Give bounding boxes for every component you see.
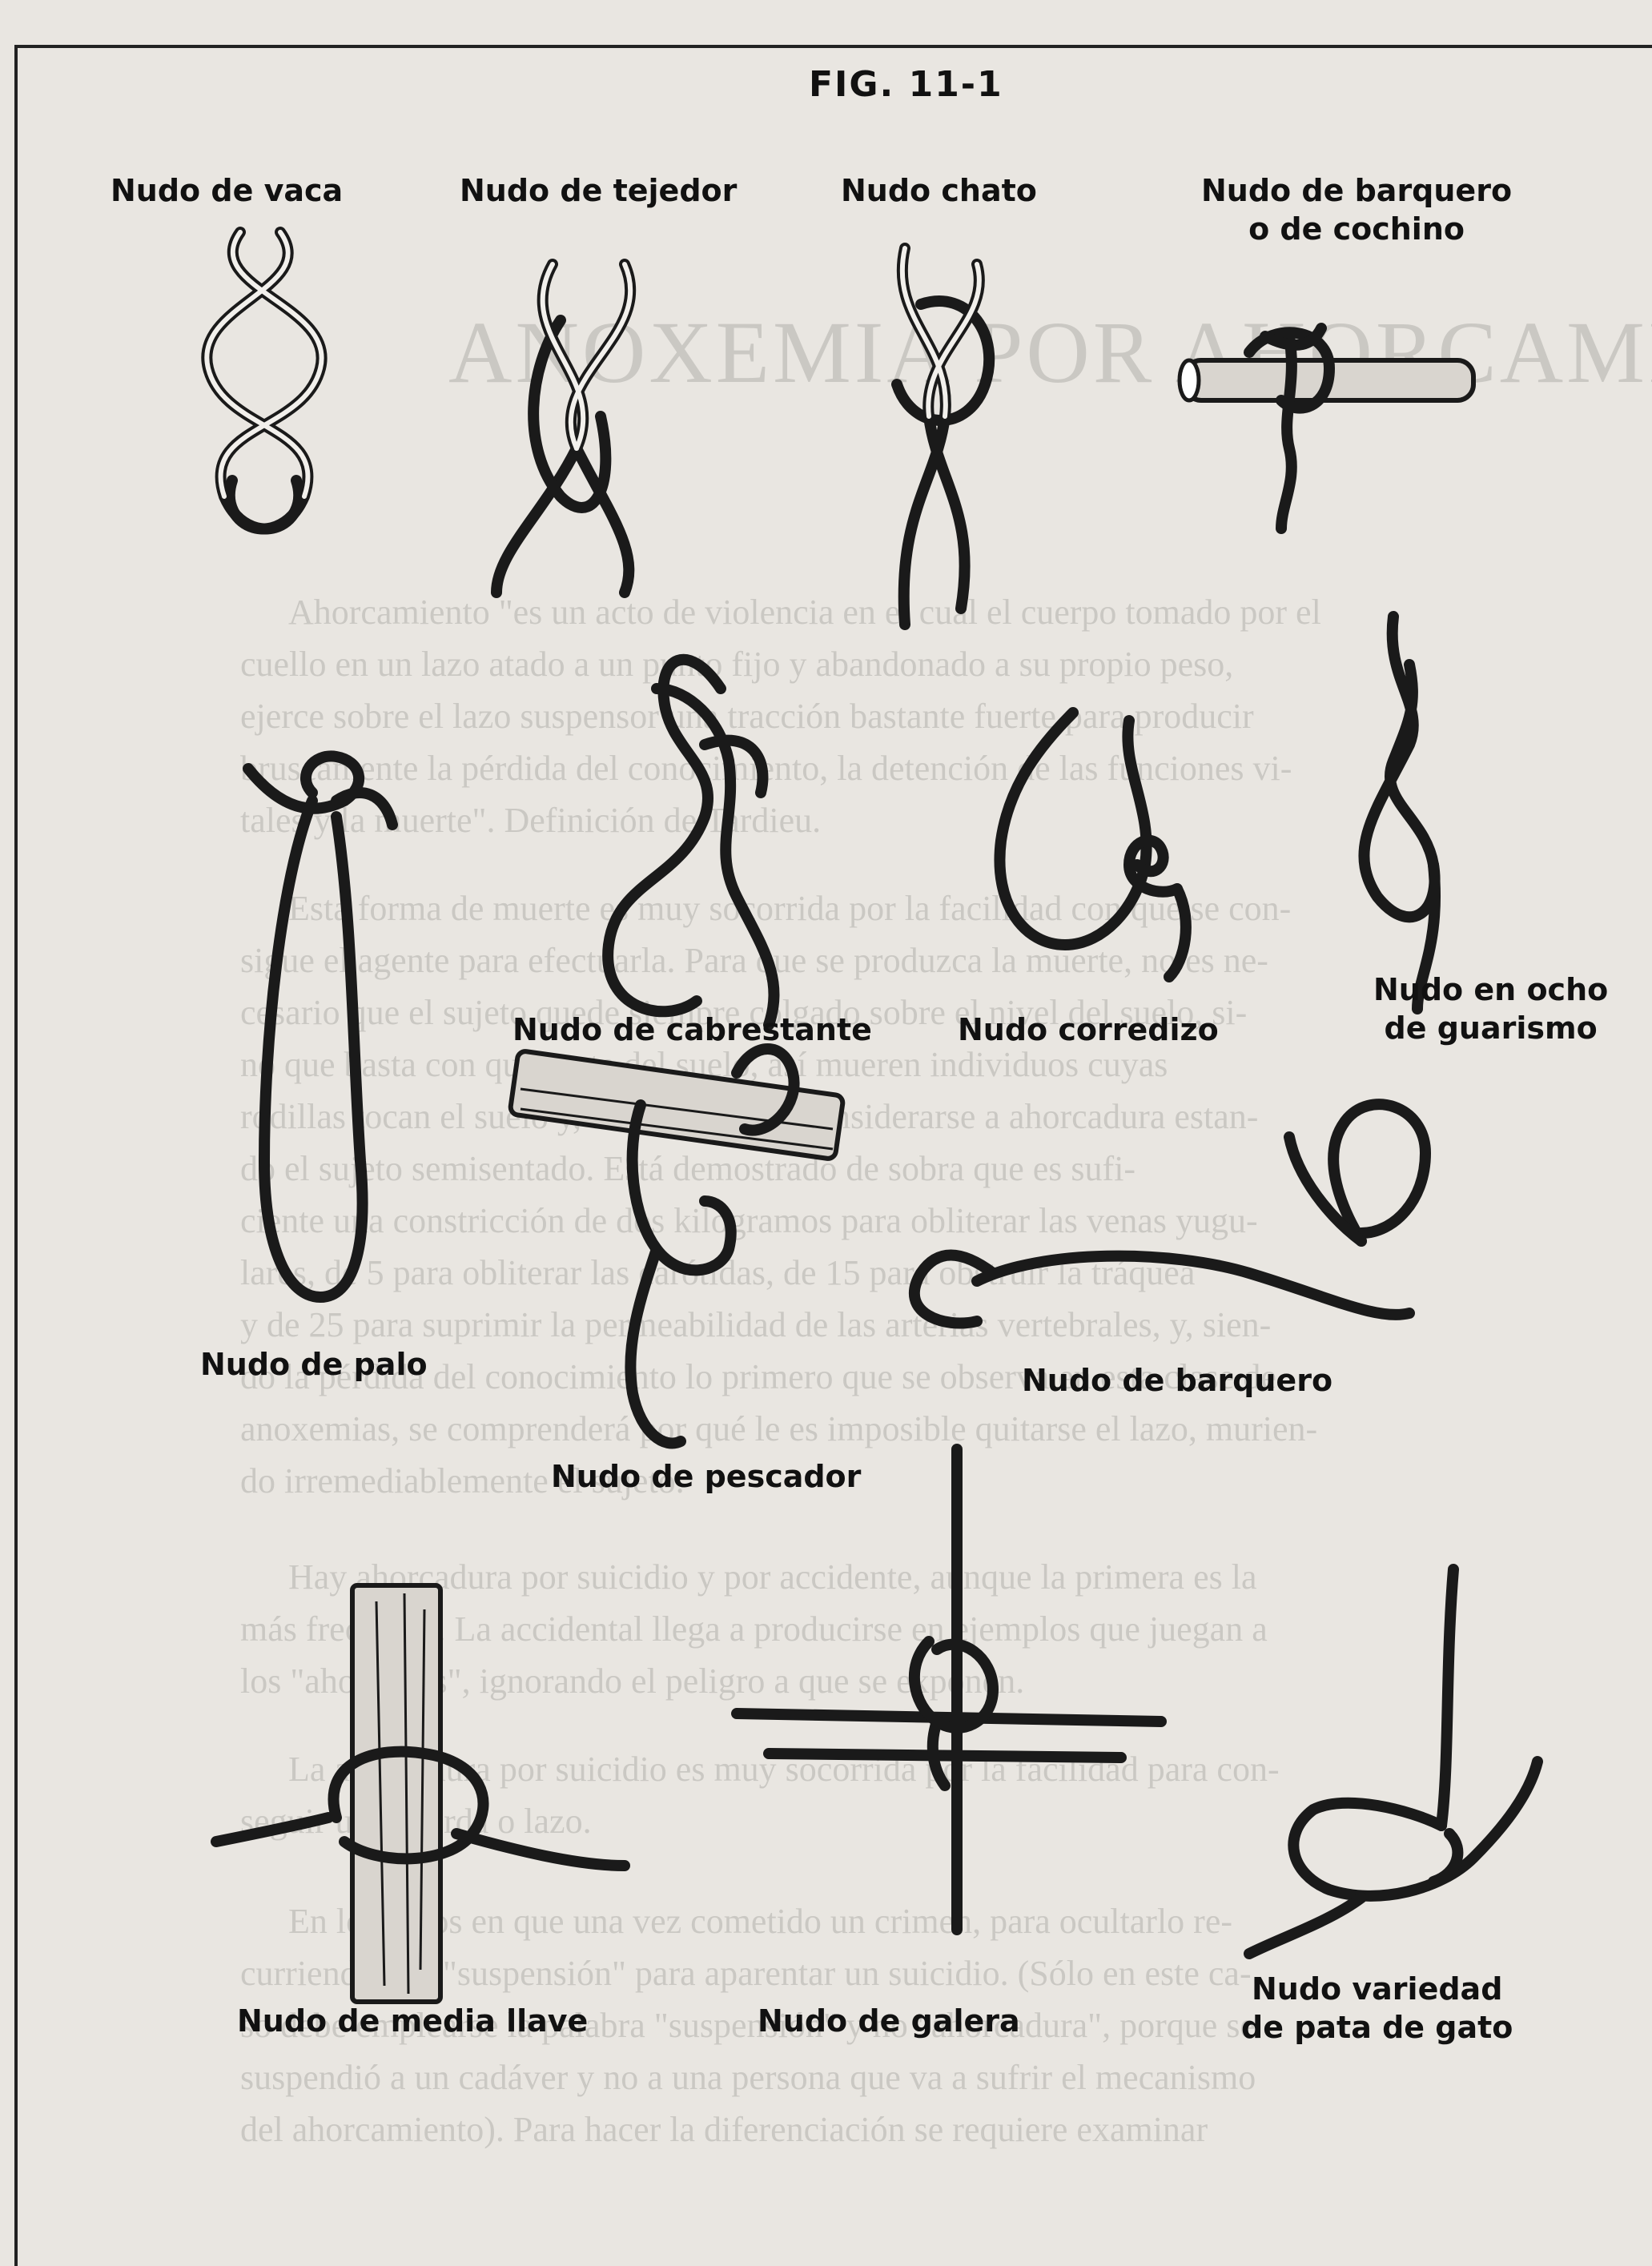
knot-cabrestante-illustration bbox=[608, 660, 774, 1025]
label-text: Nudo de palo bbox=[200, 1345, 428, 1384]
knot-pescador-illustration bbox=[509, 1049, 843, 1444]
label-nudo-chato: Nudo chato bbox=[841, 171, 1037, 210]
label-nudo-de-media-llave: Nudo de media llave bbox=[237, 2002, 588, 2040]
label-nudo-de-cabrestante: Nudo de cabrestante bbox=[512, 1010, 872, 1049]
knot-vaca-illustration bbox=[207, 232, 321, 528]
knot-ocho-illustration bbox=[1364, 617, 1435, 1009]
label-nudo-en-ocho-de-guarismo: Nudo en ocho de guarismo bbox=[1373, 970, 1608, 1047]
label-nudo-de-pescador: Nudo de pescador bbox=[551, 1457, 861, 1496]
label-nudo-de-palo: Nudo de palo bbox=[200, 1345, 428, 1384]
label-text-line2: o de cochino bbox=[1201, 210, 1512, 248]
label-text: Nudo de vaca bbox=[111, 171, 343, 210]
label-nudo-de-barquero: Nudo de barquero bbox=[1022, 1361, 1332, 1400]
label-nudo-de-galera: Nudo de galera bbox=[758, 2002, 1020, 2040]
label-text-line2: de guarismo bbox=[1373, 1009, 1608, 1047]
label-text: Nudo de galera bbox=[758, 2002, 1020, 2040]
label-text: Nudo de barquero bbox=[1022, 1361, 1332, 1400]
label-nudo-corredizo: Nudo corredizo bbox=[958, 1010, 1219, 1049]
label-nudo-de-vaca: Nudo de vaca bbox=[111, 171, 343, 210]
knot-tejedor-illustration bbox=[496, 264, 630, 593]
knot-chato-illustration bbox=[897, 248, 989, 625]
label-text-line1: Nudo variedad bbox=[1241, 1970, 1513, 2008]
label-nudo-de-tejedor: Nudo de tejedor bbox=[460, 171, 737, 210]
knot-galera-illustration bbox=[737, 1449, 1161, 1930]
label-text-line2: de pata de gato bbox=[1241, 2008, 1513, 2047]
label-text: Nudo corredizo bbox=[958, 1010, 1219, 1049]
label-text: Nudo de tejedor bbox=[460, 171, 737, 210]
label-text-line1: Nudo de barquero bbox=[1201, 171, 1512, 210]
knot-barquero-cochino-illustration bbox=[1180, 328, 1473, 528]
label-text: Nudo de cabrestante bbox=[512, 1010, 872, 1049]
label-nudo-variedad-de-pata-de-gato: Nudo variedad de pata de gato bbox=[1241, 1970, 1513, 2047]
label-text: Nudo de pescador bbox=[551, 1457, 861, 1496]
label-nudo-de-barquero-o-de-cochino: Nudo de barquero o de cochino bbox=[1201, 171, 1512, 248]
knot-pata-gato-illustration bbox=[1249, 1569, 1537, 1954]
label-text: Nudo chato bbox=[841, 171, 1037, 210]
knot-palo-illustration bbox=[248, 756, 392, 1297]
knot-barquero-illustration bbox=[914, 1104, 1425, 1323]
knot-corredizo-illustration bbox=[999, 713, 1185, 977]
knot-media-llave-illustration bbox=[216, 1585, 625, 2002]
label-text: Nudo de media llave bbox=[237, 2002, 588, 2040]
label-text-line1: Nudo en ocho bbox=[1373, 970, 1608, 1009]
